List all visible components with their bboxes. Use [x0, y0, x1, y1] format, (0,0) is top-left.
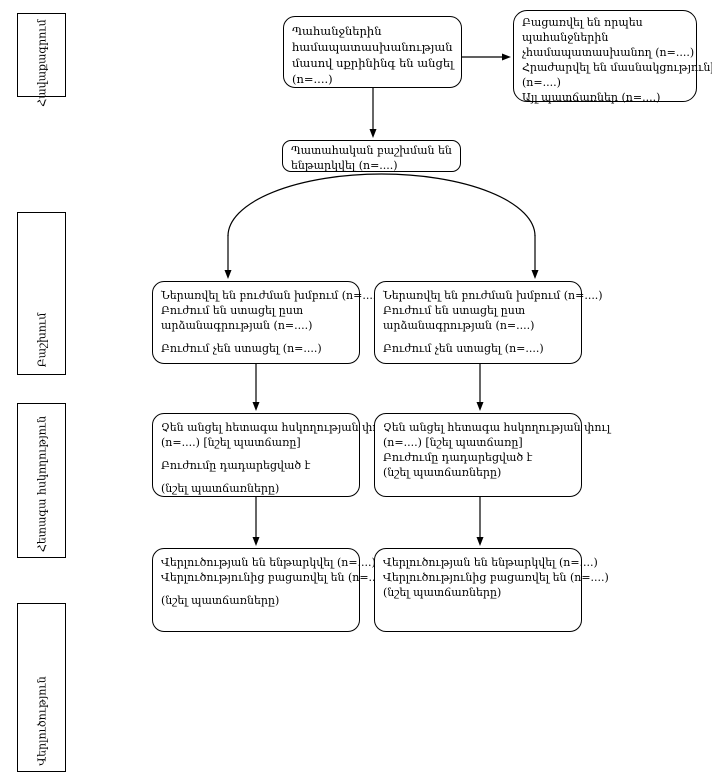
- text-line: (n=....): [522, 76, 561, 89]
- text-line: Վերլուծությունից բացառվել են (n=....): [383, 571, 609, 584]
- text-line: արձանագրության (n=....): [383, 319, 535, 332]
- spacer: [161, 473, 356, 481]
- spacer: [161, 585, 356, 593]
- stage-box-analysis: Վերլուծություն: [17, 603, 66, 772]
- text-line: Չեն անցել հետագա հսկողության փուլ: [383, 421, 611, 434]
- spacer: [161, 450, 356, 458]
- text-line: (n=....) [նշել պատճառը]: [161, 436, 301, 449]
- flow-box-allocation-left: Ներառվել են բուժման խմբում (n=....) Բուժ…: [152, 281, 381, 364]
- flow-box-analysis-right: Վերլուծության են ենթարկվել (n=....) Վերլ…: [374, 548, 609, 632]
- text-line: Վերլուծությունից բացառվել են (n=....): [161, 571, 387, 584]
- stage-box-followup: Հետագա հսկողություն: [17, 403, 66, 558]
- text-line: Բուժում չեն ստացել (n=....): [161, 342, 322, 355]
- stage-label: Հետագա հսկողություն: [35, 415, 48, 552]
- text-line: Բուժումը դադարեցված է: [383, 451, 533, 464]
- text-line: Հրաժարվել են մասնակցությունից: [522, 61, 712, 74]
- text-line: Բուժում են ստացել ըստ: [161, 304, 304, 317]
- stage-label: Բաշխում: [35, 312, 48, 368]
- stage-box-allocation: Բաշխում: [17, 212, 66, 375]
- spacer: [383, 333, 578, 341]
- text-line: արձանագրության (n=....): [161, 319, 313, 332]
- text-line: (նշել պատճառները): [161, 482, 280, 495]
- spacer: [161, 333, 356, 341]
- flow-box-randomized: Պատահական բաշխման են ենթարկվել (n=....): [282, 140, 461, 172]
- stage-label: Վերլուծություն: [35, 676, 48, 766]
- text-line: մասով սքրինինգ են անցել: [292, 56, 454, 70]
- text-line: Պատահական բաշխման են: [291, 144, 452, 157]
- flow-box-followup-right: Չեն անցել հետագա հսկողության փուլ (n=...…: [374, 413, 611, 497]
- text-line: համապատասխանության: [292, 40, 453, 54]
- connector-randomized-branch-arc: [227, 173, 536, 237]
- text-line: Չեն անցել հետագա հսկողության փուլ: [161, 421, 389, 434]
- stage-label: Հավաքագրում: [35, 19, 48, 107]
- text-line: Ներառվել են բուժման խմբում (n=....): [161, 289, 381, 302]
- flow-box-allocation-right: Ներառվել են բուժման խմբում (n=....) Բուժ…: [374, 281, 603, 364]
- text-line: Բուժումը դադարեցված է: [161, 459, 311, 472]
- text-line: Այլ պատճառներ (n=....): [522, 91, 661, 104]
- text-line: (նշել պատճառները): [383, 586, 502, 599]
- text-line: (նշել պատճառները): [161, 594, 280, 607]
- flow-box-excluded: Բացառվել են որպես պահանջներին չհամապատաս…: [513, 10, 712, 104]
- text-line: Վերլուծության են ենթարկվել (n=....): [383, 556, 598, 569]
- text-line: (n=....) [նշել պատճառը]: [383, 436, 523, 449]
- text-line: ենթարկվել (n=....): [291, 159, 398, 172]
- text-line: (նշել պատճառները): [383, 466, 502, 479]
- text-line: պահանջներին: [522, 31, 609, 44]
- flow-box-followup-left: Չեն անցել հետագա հսկողության փուլ (n=...…: [152, 413, 389, 497]
- text-line: Ներառվել են բուժման խմբում (n=....): [383, 289, 603, 302]
- flow-box-screened: Պահանջներին համապատասխանության մասով սքր…: [283, 16, 462, 88]
- text-line: Բացառվել են որպես: [522, 16, 643, 29]
- text-line: Բուժում չեն ստացել (n=....): [383, 342, 544, 355]
- text-line: չհամապատասխանող (n=....): [522, 46, 695, 59]
- stage-box-recruitment: Հավաքագրում: [17, 13, 66, 107]
- flow-box-analysis-left: Վերլուծության են ենթարկվել (n=....) Վերլ…: [152, 548, 387, 632]
- text-line: (n=....): [292, 72, 333, 86]
- text-line: Բուժում են ստացել ըստ: [383, 304, 526, 317]
- text-line: Վերլուծության են ենթարկվել (n=....): [161, 556, 376, 569]
- text-line: Պահանջներին: [292, 24, 382, 38]
